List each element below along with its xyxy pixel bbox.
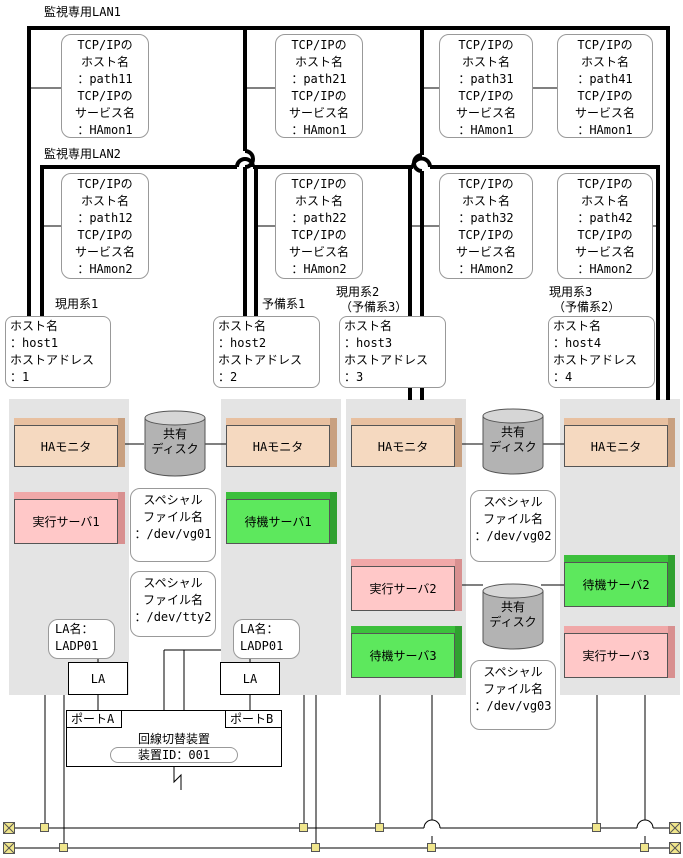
- la-device-host1: LA: [68, 662, 128, 695]
- switch-device-id: 装置ID：001: [110, 747, 238, 763]
- lan-tap: [40, 823, 49, 832]
- shared-disk-3: [482, 583, 544, 650]
- lan-tap: [375, 823, 384, 832]
- standby-server-2: 待機サーバ2: [564, 555, 675, 607]
- special-file-tty2: スペシャルファイル名：/dev/tty2: [130, 571, 216, 637]
- la-note-host1: LA名：LADP01: [48, 619, 115, 659]
- ha-monitor-host4: HAモニタ: [564, 418, 675, 467]
- ha-monitor-host3: HAモニタ: [351, 418, 462, 467]
- shared-disk-1-label: 共有ディスク: [151, 427, 199, 456]
- special-file-vg02: スペシャルファイル名：/dev/vg02: [470, 490, 556, 562]
- switch-title: 回線切替装置: [137, 732, 210, 746]
- run-server-3: 実行サーバ3: [564, 626, 675, 678]
- run-server-1: 実行サーバ1: [14, 492, 125, 544]
- standby-server-1: 待機サーバ1: [226, 492, 337, 544]
- special-file-vg01: スペシャルファイル名：/dev/vg01: [130, 488, 216, 562]
- port-a: ポートA: [66, 710, 122, 728]
- lan1-label: 監視専用LAN1: [44, 5, 121, 19]
- shared-disk-2: [482, 408, 544, 475]
- ha-monitor-host2: HAモニタ: [226, 418, 337, 467]
- lan2-label: 監視専用LAN2: [44, 147, 121, 161]
- lan-tap: [592, 823, 601, 832]
- system-role-4: 現用系3: [549, 285, 593, 299]
- monitoring-lan1: [27, 26, 670, 400]
- la-device-host2: LA: [220, 662, 280, 695]
- system-role-2: 予備系1: [262, 297, 306, 311]
- port-b: ポートB: [225, 710, 282, 728]
- lan-tap: [59, 843, 68, 852]
- system-role-3: 現用系2: [336, 285, 380, 299]
- la-note-host2: LA名：LADP01: [233, 619, 300, 659]
- lan-terminator-icon: [3, 842, 15, 854]
- system-role-1: 現用系1: [55, 297, 99, 311]
- lan-tap: [640, 843, 649, 852]
- lan-tap: [427, 843, 436, 852]
- lan-terminator-icon: [669, 822, 681, 834]
- standby-server-3: 待機サーバ3: [351, 626, 462, 678]
- lan-terminator-icon: [3, 822, 15, 834]
- lan-tap: [299, 823, 308, 832]
- special-file-vg03: スペシャルファイル名：/dev/vg03: [470, 660, 556, 730]
- run-server-2: 実行サーバ2: [351, 559, 462, 611]
- lan-tap: [311, 843, 320, 852]
- shared-disk-3-label: 共有ディスク: [489, 600, 537, 629]
- system-role-3-sub: （予備系3）: [340, 300, 408, 314]
- shared-disk-1: [144, 410, 206, 477]
- system-role-4-sub: （予備系2）: [553, 300, 621, 314]
- lan-terminator-icon: [669, 842, 681, 854]
- shared-disk-2-label: 共有ディスク: [489, 425, 537, 454]
- ha-monitor-host1: HAモニタ: [14, 418, 125, 467]
